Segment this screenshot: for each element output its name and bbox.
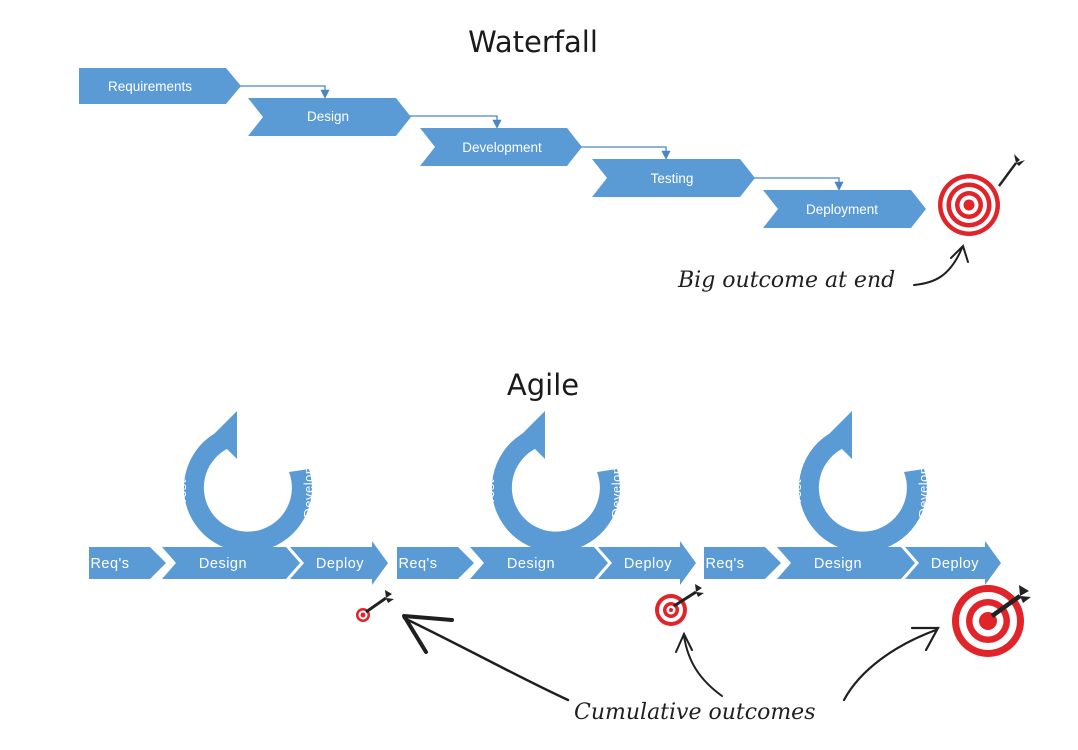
agile-stage-deploy: Deploy [598,541,696,585]
stage-label: Deploy [931,556,979,572]
agile-iteration-1: Req's Design Deploy Test Develop [89,411,388,585]
agile-stage-requirements: Req's [704,547,781,579]
loop-label-test: Test [789,479,804,505]
target-icon [655,594,687,626]
agile-stage-design: Design [470,547,608,579]
loop-label-develop: Develop [609,466,624,517]
stage-label: Req's [705,556,744,572]
stage-label: Deployment [806,202,878,217]
dart-icon [998,154,1025,187]
hand-drawn-arrow-icon [842,626,940,702]
stage-label: Requirements [108,79,192,94]
waterfall-connector [745,177,844,191]
agile-iteration-2: Req's Design Deploy Test Develop [397,411,696,585]
stage-label: Development [462,140,542,155]
agile-stage-design: Design [162,547,300,579]
loop-arrow-icon [183,411,312,553]
agile-stage-requirements: Req's [89,547,166,579]
dart-icon [990,585,1031,618]
loop-label-develop: Develop [916,466,931,517]
target-icon [952,585,1024,657]
stage-label: Req's [90,556,129,572]
dart-icon [365,590,394,614]
agile-stage-deploy: Deploy [290,541,388,585]
loop-label-test: Test [482,479,497,505]
agile-stage-requirements: Req's [397,547,474,579]
agile-title: Agile [507,368,579,402]
waterfall-stages: Requirements Design Development Testing … [79,68,926,228]
stage-label: Design [814,556,862,572]
waterfall-stage-development: Development [420,128,582,166]
dart-icon [673,584,704,608]
stage-label: Req's [398,556,437,572]
hand-drawn-arrow-icon [675,631,723,697]
loop-label-test: Test [174,479,189,505]
agile-stage-deploy: Deploy [905,541,1001,585]
waterfall-title: Waterfall [468,25,598,59]
waterfall-stage-design: Design [248,98,411,136]
stage-label: Deploy [624,556,672,572]
loop-label-develop: Develop [301,466,316,517]
waterfall-stage-requirements: Requirements [79,68,241,104]
stage-label: Deploy [316,556,364,572]
stage-label: Design [307,109,349,124]
agile-iteration-3: Req's Design Deploy Test Develop [704,411,1001,585]
target-icon [938,174,1000,236]
stage-label: Design [199,556,247,572]
loop-arrow-icon [491,411,620,553]
stage-label: Design [507,556,555,572]
loop-arrow-icon [798,411,927,553]
agile-outcome-label: Cumulative outcomes [574,700,816,725]
hand-drawn-arrow-icon [913,244,969,286]
hand-drawn-arrow-icon [402,614,570,702]
waterfall-connector [402,115,502,129]
stage-label: Testing [651,171,694,186]
waterfall-stage-deployment: Deployment [763,190,926,228]
agile-stage-design: Design [777,547,915,579]
waterfall-outcome-label: Big outcome at end [677,268,895,293]
waterfall-connector [573,146,671,160]
waterfall-stage-testing: Testing [592,159,755,197]
waterfall-connector [231,85,330,99]
